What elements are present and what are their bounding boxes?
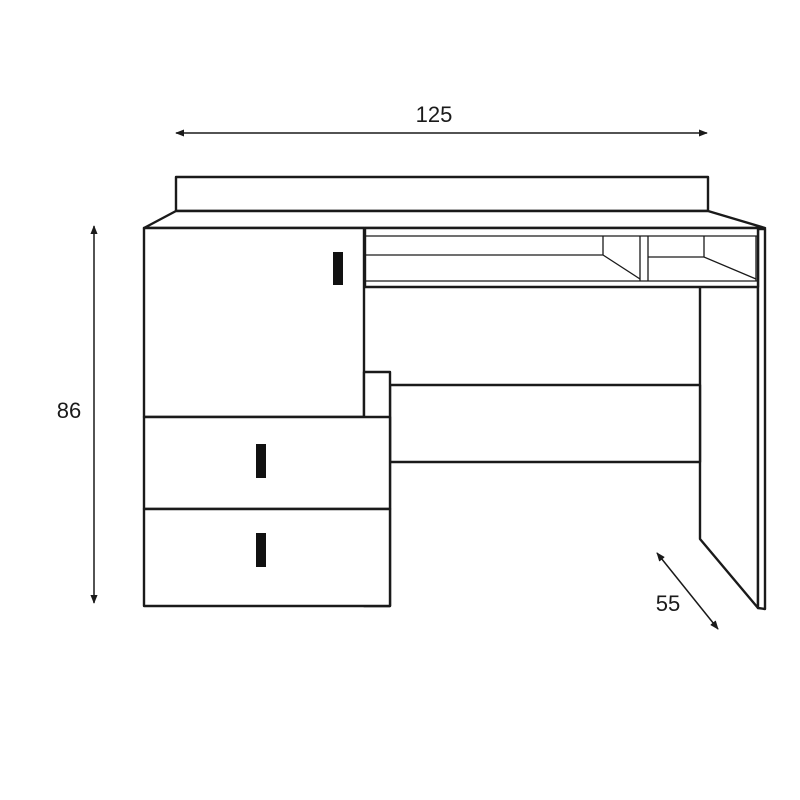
drawer-top <box>142 415 392 511</box>
shelf-compartment-left <box>365 236 641 281</box>
back-panel <box>174 175 710 213</box>
depth-arrow <box>656 552 719 630</box>
door-handle <box>333 252 343 285</box>
right-panel-edge <box>756 227 767 611</box>
drawer-bottom-handle <box>256 533 266 567</box>
height-dimension: 86 <box>57 225 98 604</box>
desk-top <box>142 209 767 230</box>
depth-label: 55 <box>656 591 680 616</box>
desk-drawing <box>142 175 767 611</box>
shelf-compartment-right <box>647 236 757 281</box>
drawer-top-handle <box>256 444 266 478</box>
width-label: 125 <box>416 102 453 127</box>
right-side-panel <box>698 284 760 610</box>
depth-dimension: 55 <box>656 552 719 630</box>
cabinet-door <box>142 226 366 419</box>
width-dimension: 125 <box>175 102 708 137</box>
modesty-panel <box>388 383 702 464</box>
height-label: 86 <box>57 398 81 423</box>
drawer-bottom <box>142 507 392 608</box>
